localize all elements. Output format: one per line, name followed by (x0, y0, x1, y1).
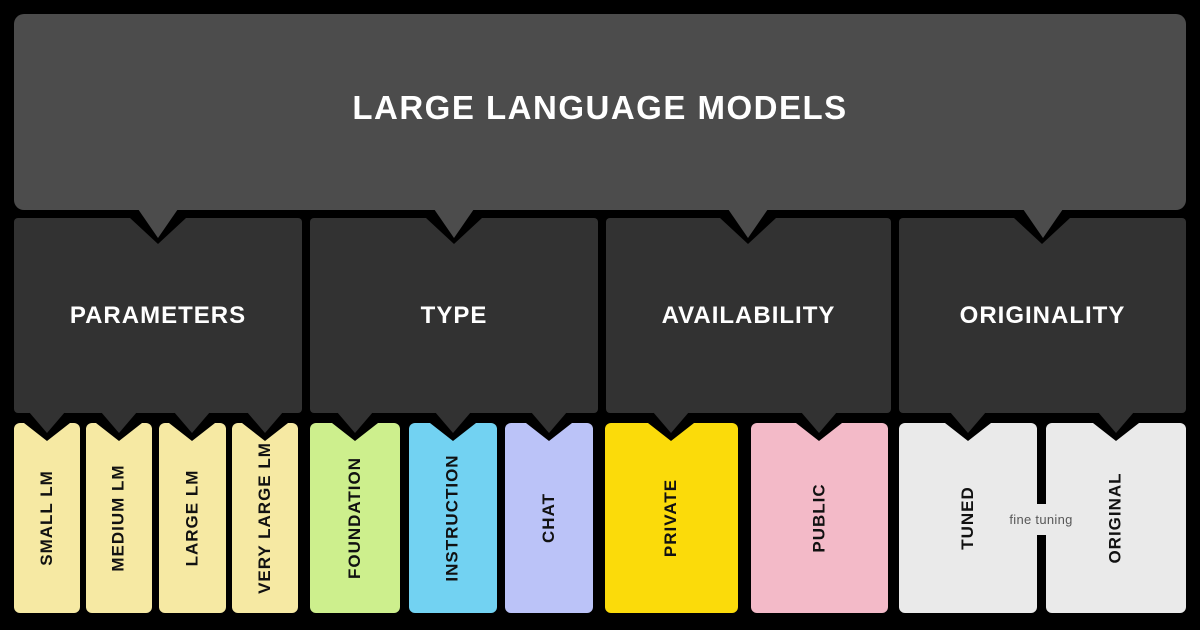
column-very-large-lm: VERY LARGE LM (232, 423, 298, 613)
column-foundation: FOUNDATION (310, 423, 400, 613)
category-box-parameters: PARAMETERS (14, 218, 302, 413)
column-large-lm: LARGE LM (159, 423, 226, 613)
column-label: TUNED (958, 486, 977, 550)
column-chat: CHAT (505, 423, 593, 613)
fine-tuning-bridge (1032, 504, 1051, 535)
column-private: PRIVATE (605, 423, 738, 613)
title-box: LARGE LANGUAGE MODELS (14, 14, 1186, 210)
column-label: CHAT (538, 493, 558, 543)
category-box-originality: ORIGINALITY (899, 218, 1186, 413)
column-label: ORIGINAL (1105, 472, 1125, 564)
column-public: PUBLIC (751, 423, 888, 613)
category-label: ORIGINALITY (959, 301, 1126, 329)
column-label: VERY LARGE LM (255, 442, 275, 594)
category-label: AVAILABILITY (661, 301, 836, 329)
column-label: MEDIUM LM (109, 464, 128, 572)
category-box-type: TYPE (310, 218, 598, 413)
category-label: TYPE (420, 301, 488, 329)
column-label: FOUNDATION (345, 456, 364, 580)
column-label: SMALL LM (37, 470, 57, 566)
column-medium-lm: MEDIUM LM (86, 423, 152, 613)
category-box-availability: AVAILABILITY (606, 218, 891, 413)
column-label: LARGE LM (182, 469, 202, 567)
column-label: INSTRUCTION (443, 454, 463, 582)
column-label: PRIVATE (661, 478, 681, 558)
column-original: ORIGINAL (1046, 423, 1186, 613)
column-label: PUBLIC (809, 483, 829, 553)
column-instruction: INSTRUCTION (409, 423, 497, 613)
column-small-lm: SMALL LM (14, 423, 80, 613)
page-title: LARGE LANGUAGE MODELS (352, 89, 848, 126)
column-tuned: TUNED (899, 423, 1037, 613)
category-label: PARAMETERS (69, 301, 247, 329)
fine-tuning-label: fine tuning (1009, 512, 1073, 527)
